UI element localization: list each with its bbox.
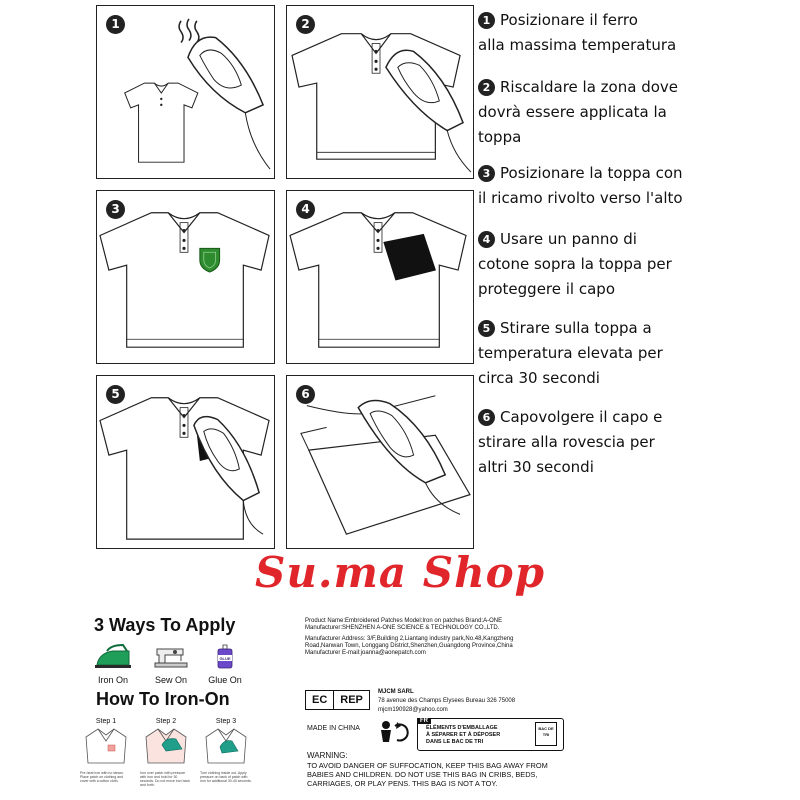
step-panel-6: 6: [286, 375, 474, 549]
step-number-badge: 6: [296, 385, 315, 404]
instruction-step-3: 3 Posizionare la toppa con il ricamo rivo…: [478, 161, 798, 211]
rep-name: MJCM SARL: [378, 689, 414, 695]
step-number-badge: 5: [106, 385, 125, 404]
method-label: Iron On: [97, 675, 128, 685]
step-text-line: il ricamo rivolto verso l'alto: [478, 189, 683, 207]
shop-name: Su.ma Shop: [254, 548, 545, 597]
shirt-cloth-illustration: [289, 212, 467, 348]
howto-step-label: Step 3: [215, 718, 237, 725]
howto-step-caption: Pre-heat iron with no steam. Place patch…: [80, 771, 124, 783]
step-text-line: Riscaldare la zona dove: [500, 78, 679, 96]
instruction-step-6: 6 Capovolgere il capo e stirare alla rove…: [478, 405, 798, 480]
step-panel-5: 5: [96, 375, 275, 549]
authorized-rep-info: MJCM SARL 78 avenue des Champs Elysees B…: [378, 688, 515, 715]
sweater-illustration: [85, 728, 127, 764]
step-text-line: Posizionare la toppa con: [500, 164, 683, 182]
step-text-line: Posizionare il ferro: [500, 11, 638, 29]
sweater-iron-illustration: [205, 728, 247, 764]
iron-icon: [95, 643, 131, 668]
inside-out-iron-illustration: [300, 395, 471, 535]
product-label: Product Name:Embroidered Patches Model:I…: [305, 618, 570, 796]
step-number-badge: 2: [478, 79, 495, 96]
ec-rep-mark: EC REP: [305, 690, 370, 710]
rep-box: REP: [334, 690, 370, 710]
step-text-line: Usare un panno di: [500, 230, 637, 248]
apply-methods-card: 3 Ways To Apply Iron On Sew On GLUE Glue…: [80, 605, 262, 800]
glue-icon-text: GLUE: [219, 656, 230, 661]
method-glue-on: GLUE Glue On: [200, 643, 250, 685]
instruction-step-2: 2 Riscaldare la zona dove dovrà essere ap…: [478, 75, 798, 150]
sorting-text: ÉLÉMENTS D'EMBALLAGE À SÉPARER ET À DÉPO…: [426, 725, 500, 746]
shirt-iron-illustration: [291, 33, 472, 173]
step-panel-3: 3: [96, 190, 275, 364]
shirt-iron-illustration: [124, 18, 271, 170]
step-text-line: toppa: [478, 128, 522, 146]
sorting-line: ÉLÉMENTS D'EMBALLAGE: [426, 725, 498, 731]
glue-bottle-icon: GLUE: [217, 644, 233, 669]
step-text-line: altri 30 secondi: [478, 458, 594, 476]
label-line: Product Name:Embroidered Patches Model:I…: [305, 618, 503, 624]
instruction-step-5: 5 Stirare sulla toppa a temperatura eleva…: [478, 316, 798, 391]
howto-step-2: Step 2 Iron over patch with pressure wit…: [140, 718, 192, 787]
warning-title: WARNING:: [307, 751, 348, 760]
step-text-line: dovrà essere applicata la: [478, 103, 667, 121]
howto-title: How To Iron-On: [96, 689, 230, 709]
step-text-line: circa 30 secondi: [478, 369, 600, 387]
instruction-step-4: 4 Usare un panno di cotone sopra la toppa…: [478, 227, 798, 302]
sewing-machine-icon: [154, 648, 188, 668]
method-label: Glue On: [208, 675, 242, 685]
step-number-badge: 5: [478, 320, 495, 337]
step-number-badge: 2: [296, 15, 315, 34]
step-panel-2: 2: [286, 5, 474, 179]
sorting-line: DANS LE BAC DE TRI: [426, 739, 484, 745]
step-number-badge: 3: [478, 165, 495, 182]
rep-address: 78 avenue des Champs Elysees Bureau 326 …: [378, 698, 516, 704]
howto-step-label: Step 2: [155, 718, 177, 725]
howto-step-caption: Iron over patch with pressure with iron …: [140, 771, 190, 787]
instruction-step-1: 1 Posizionare il ferro alla massima tempe…: [478, 8, 798, 58]
step-text-line: Capovolgere il capo e: [500, 408, 663, 426]
step-number-badge: 4: [296, 200, 315, 219]
step-panel-4: 4: [286, 190, 474, 364]
apply-title: 3 Ways To Apply: [94, 615, 236, 635]
label-line: Manufacturer Address: 3/F,Building 2,Lia…: [305, 636, 514, 642]
howto-step-caption: Turn clothing inside out. Apply pressure…: [200, 771, 252, 783]
step-text-line: cotone sopra la toppa per: [478, 255, 672, 273]
label-line: Manufacturer:SHENZHEN A-ONE SCIENCE & TE…: [305, 625, 500, 631]
step-text-line: temperatura elevata per: [478, 344, 663, 362]
step-number-badge: 3: [106, 200, 125, 219]
label-line: Manufacturer E-mail:joanna@aonepatch.com: [305, 650, 426, 656]
method-iron-on: Iron On: [88, 643, 138, 685]
sorting-line: À SÉPARER ET À DÉPOSER: [426, 732, 501, 738]
shirt-patch-illustration: [99, 212, 270, 348]
warning-text: TO AVOID DANGER OF SUFFOCATION, KEEP THI…: [307, 761, 548, 788]
step-number-badge: 1: [478, 12, 495, 29]
howto-step-label: Step 1: [95, 718, 117, 725]
ec-box: EC: [305, 690, 335, 710]
method-sew-on: Sew On: [146, 643, 196, 685]
triman-sorting-info: FR ÉLÉMENTS D'EMBALLAGE À SÉPARER ET À D…: [417, 718, 564, 751]
made-in-china: MADE IN CHINA: [307, 725, 360, 732]
step-number-badge: 6: [478, 409, 495, 426]
shirt-iron-illustration: [99, 397, 270, 540]
step-number-badge: 1: [106, 15, 125, 34]
method-label: Sew On: [154, 675, 187, 685]
howto-step-1: Step 1 Pre-heat iron with no steam. Plac…: [80, 718, 132, 783]
label-line: Road,Nanwan Town, Longgang District,Shen…: [305, 643, 513, 649]
step-text-line: Stirare sulla toppa a: [500, 319, 652, 337]
howto-step-3: Step 3 Turn clothing inside out. Apply p…: [200, 718, 252, 783]
rep-email: mjcm190928@yahoo.com: [378, 707, 448, 713]
step-number-badge: 4: [478, 231, 495, 248]
recycling-bin-icon: BAC DE TRI: [535, 722, 557, 746]
step-text-line: alla massima temperatura: [478, 36, 677, 54]
sweater-iron-illustration: [145, 728, 187, 764]
step-panel-1: 1: [96, 5, 275, 179]
triman-recycle-icon: [381, 721, 409, 742]
step-text-line: proteggere il capo: [478, 280, 615, 298]
fr-tag: FR: [417, 718, 431, 724]
step-text-line: stirare alla rovescia per: [478, 433, 655, 451]
